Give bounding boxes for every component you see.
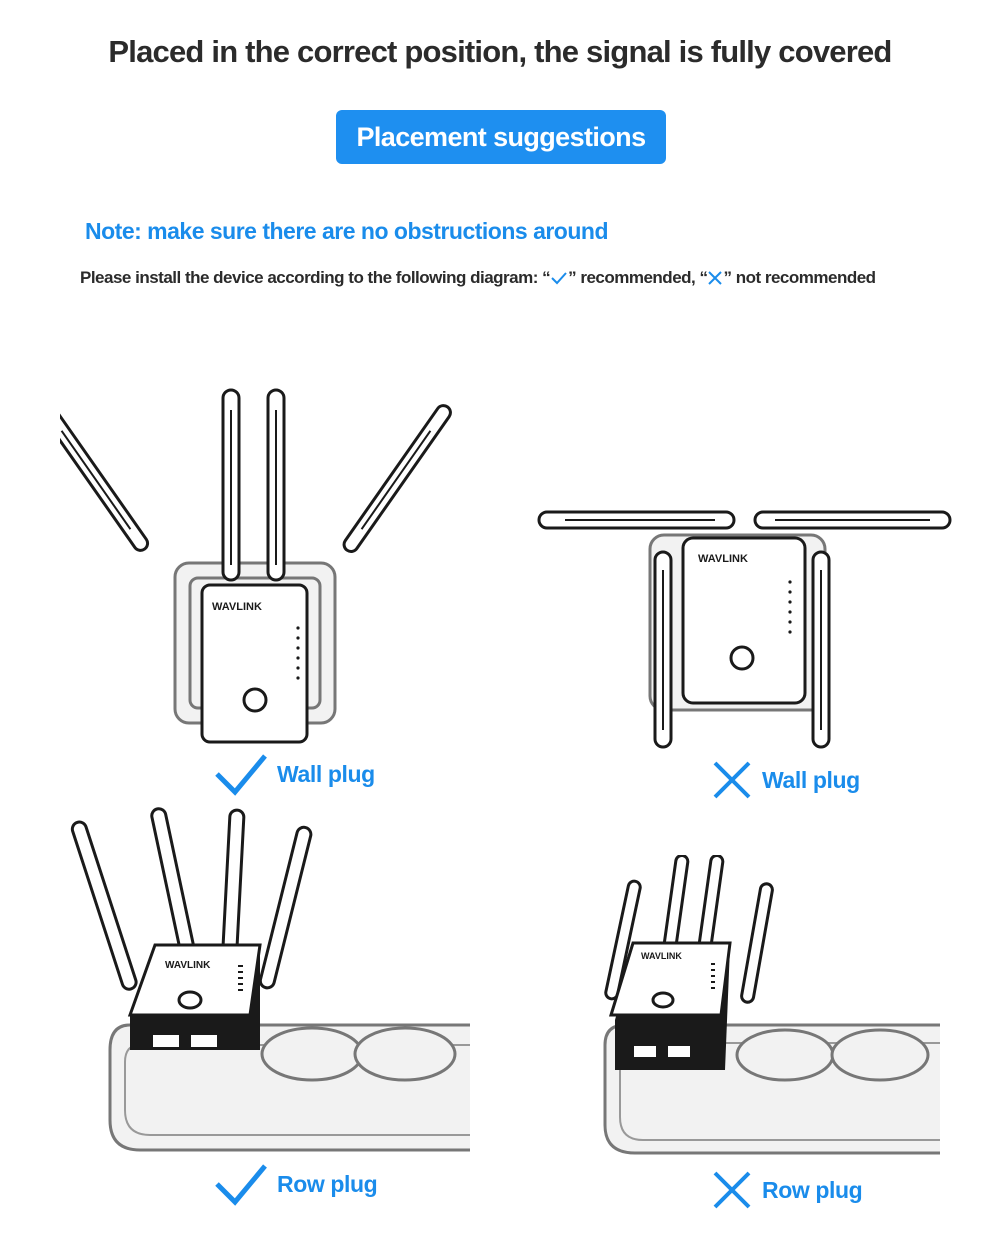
antenna-down-right <box>811 550 831 749</box>
panel-label-row-bad: Row plug <box>712 1170 863 1210</box>
antenna-1 <box>70 820 138 991</box>
brand-logo: WAVLINK <box>212 601 262 613</box>
instruction-prefix: Please install the device according to t… <box>80 268 551 287</box>
instruction-not-recommended: ” not recommended <box>723 268 876 287</box>
antenna-center-left <box>221 388 241 582</box>
extender-body <box>127 943 262 1017</box>
outlet-socket <box>830 1028 930 1082</box>
cross-icon <box>713 761 751 799</box>
antenna-1 <box>604 879 642 1001</box>
ethernet-port <box>632 1044 658 1059</box>
ethernet-port <box>189 1033 219 1049</box>
wall-plug-not-recommended-illustration: WAVLINK <box>537 510 952 749</box>
ethernet-port <box>666 1044 692 1059</box>
antenna-3 <box>220 808 246 967</box>
led-indicators <box>238 965 243 991</box>
wps-button <box>651 991 675 1009</box>
wall-plug-recommended-illustration: WAVLINK <box>60 388 452 744</box>
instruction-recommended: ” recommended, “ <box>568 268 708 287</box>
led-indicators <box>788 580 792 634</box>
panel-label-text: Row plug <box>277 1170 378 1197</box>
extender-body <box>608 941 732 1017</box>
antenna-4 <box>740 882 774 1004</box>
row-plug-recommended-illustration: WAVLINK <box>70 807 470 1152</box>
row-plug-not-recommended-illustration: WAVLINK <box>603 855 940 1155</box>
outlet-socket <box>735 1028 835 1082</box>
led-indicators <box>711 963 715 989</box>
brand-logo: WAVLINK <box>641 951 682 961</box>
antenna-left-outer <box>60 402 150 552</box>
cross-icon <box>707 268 723 288</box>
panel-label-wall-ok: Wall plug <box>215 752 375 796</box>
check-icon <box>550 268 568 288</box>
antenna-2 <box>150 807 198 968</box>
placement-badge: Placement suggestions <box>336 110 666 164</box>
antenna-center-right <box>266 388 286 582</box>
wps-button <box>177 990 203 1010</box>
note-text: Note: make sure there are no obstruction… <box>85 218 609 244</box>
extender-body <box>681 536 807 705</box>
check-icon <box>215 754 267 796</box>
panel-label-row-ok: Row plug <box>215 1162 378 1206</box>
panel-label-text: Wall plug <box>277 760 375 787</box>
antenna-horizontal-right <box>753 510 952 530</box>
panel-label-text: Row plug <box>762 1176 863 1203</box>
outlet-socket <box>260 1026 364 1082</box>
outlet-socket <box>353 1026 457 1082</box>
ethernet-port <box>151 1033 181 1049</box>
instruction-text: Please install the device according to t… <box>80 268 876 288</box>
cross-icon <box>713 1171 751 1209</box>
wps-button <box>242 687 268 713</box>
brand-logo: WAVLINK <box>165 960 211 971</box>
check-icon <box>215 1164 267 1206</box>
led-indicators <box>296 626 300 680</box>
panel-label-text: Wall plug <box>762 766 860 793</box>
antenna-horizontal-left <box>537 510 736 530</box>
antenna-down-left <box>653 550 673 749</box>
extender-body <box>200 583 309 744</box>
antenna-4 <box>258 825 313 990</box>
antenna-right-outer <box>342 404 452 553</box>
brand-logo: WAVLINK <box>698 553 748 565</box>
panel-label-wall-bad: Wall plug <box>712 760 860 800</box>
wps-button <box>729 645 755 671</box>
page-title: Placed in the correct position, the sign… <box>108 34 892 69</box>
